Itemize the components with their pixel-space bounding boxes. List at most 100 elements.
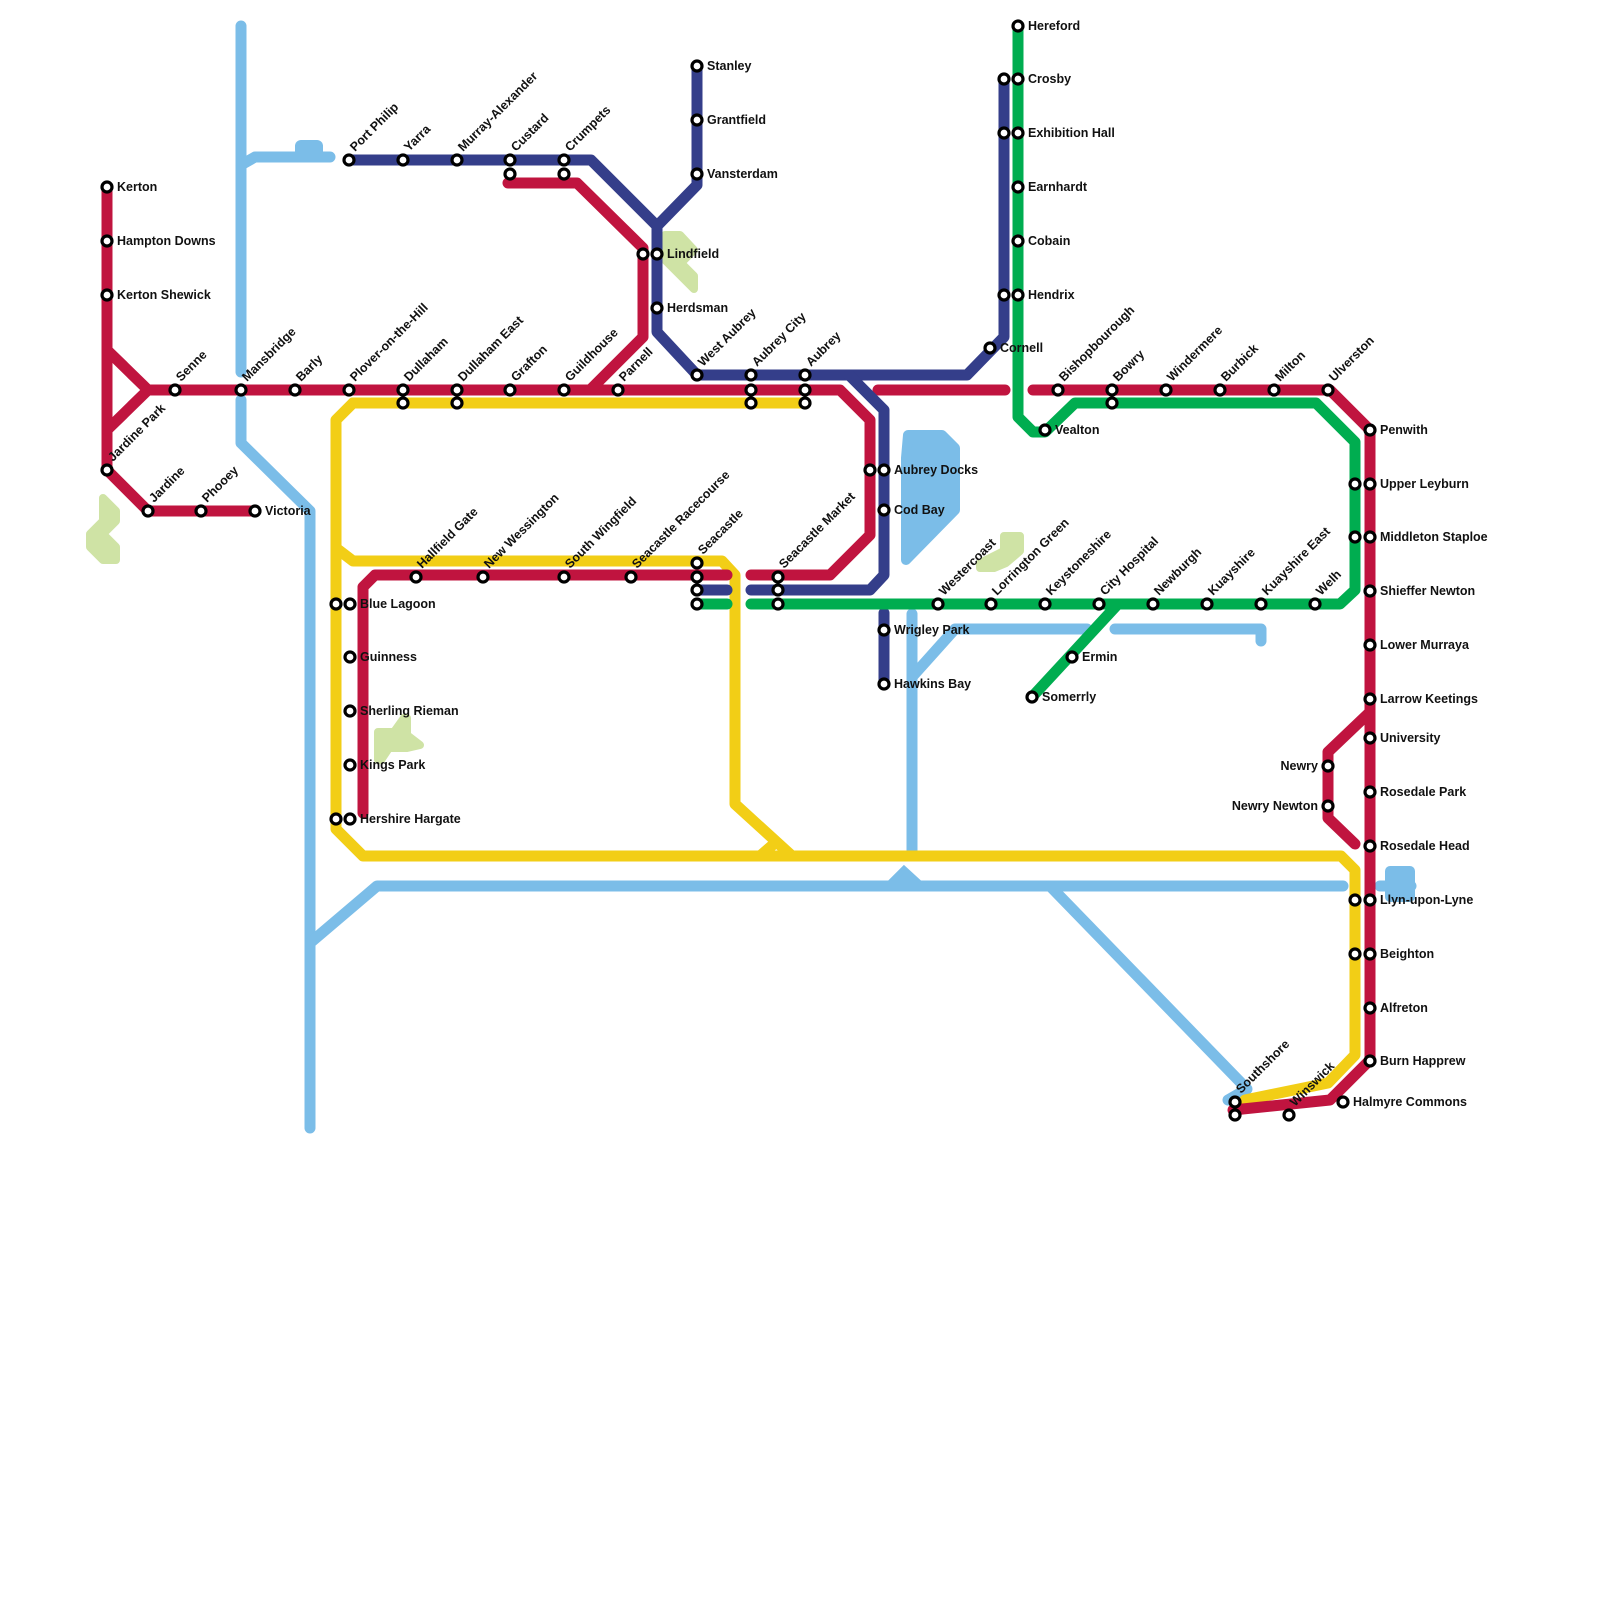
station-marker-mansbridge[interactable] [236,385,246,395]
station-label-crumpets[interactable]: Crumpets [562,103,613,154]
station-label-barly[interactable]: Barly [293,352,325,384]
station-marker-guildhouse[interactable] [559,385,569,395]
station-label-ulverston[interactable]: Ulverston [1326,333,1377,384]
station-marker-upper-leyburn-2[interactable] [1365,479,1375,489]
station-marker-hershire-hargate-2[interactable] [345,814,355,824]
station-marker-milton[interactable] [1269,385,1279,395]
station-marker-custard-2[interactable] [505,169,515,179]
station-label-herdsman[interactable]: Herdsman [667,301,728,315]
station-marker-upper-leyburn-1[interactable] [1350,479,1360,489]
station-label-halmyre-commons[interactable]: Halmyre Commons [1353,1095,1467,1109]
station-label-shieffer-newton[interactable]: Shieffer Newton [1380,584,1475,598]
station-marker-parnell[interactable] [613,385,623,395]
station-label-senne[interactable]: Senne [173,348,209,384]
station-label-windermere[interactable]: Windermere [1164,323,1225,384]
station-label-jardine-park[interactable]: Jardine Park [105,401,168,464]
station-marker-llyn-upon-lyne-1[interactable] [1350,895,1360,905]
station-marker-newry[interactable] [1323,761,1333,771]
station-label-guinness[interactable]: Guinness [360,650,417,664]
station-marker-aubrey-city-2[interactable] [746,385,756,395]
station-label-newry[interactable]: Newry [1280,759,1318,773]
station-marker-hallfield-gate[interactable] [411,572,421,582]
station-label-beighton[interactable]: Beighton [1380,947,1434,961]
station-label-kuayshire[interactable]: Kuayshire [1205,545,1258,598]
station-label-blue-lagoon[interactable]: Blue Lagoon [360,597,436,611]
station-marker-west-aubrey[interactable] [692,370,702,380]
station-marker-middleton-staploe-2[interactable] [1365,532,1375,542]
station-marker-aubrey-3[interactable] [800,398,810,408]
station-marker-plover-on-the-hill[interactable] [344,385,354,395]
station-marker-exhibition-hall-2[interactable] [1013,128,1023,138]
station-label-kings-park[interactable]: Kings Park [360,758,425,772]
station-marker-southshore-1[interactable] [1230,1097,1240,1107]
station-marker-hereford[interactable] [1013,21,1023,31]
station-marker-lindfield-2[interactable] [652,249,662,259]
station-marker-penwith[interactable] [1365,425,1375,435]
station-label-cod-bay[interactable]: Cod Bay [894,503,945,517]
station-label-newry-newton[interactable]: Newry Newton [1232,799,1318,813]
station-marker-aubrey-2[interactable] [800,385,810,395]
station-marker-shieffer-newton[interactable] [1365,586,1375,596]
station-label-aubrey[interactable]: Aubrey [803,329,843,369]
station-label-alfreton[interactable]: Alfreton [1380,1001,1428,1015]
station-marker-cod-bay[interactable] [879,505,889,515]
station-marker-crumpets-1[interactable] [559,155,569,165]
station-marker-herdsman[interactable] [652,303,662,313]
station-marker-bowry-2[interactable] [1107,398,1117,408]
station-marker-jardine-park[interactable] [102,465,112,475]
station-marker-kuayshire[interactable] [1202,599,1212,609]
station-label-somerrly[interactable]: Somerrly [1042,690,1096,704]
station-marker-lower-murraya[interactable] [1365,640,1375,650]
station-label-milton[interactable]: Milton [1272,348,1308,384]
station-marker-hawkins-bay[interactable] [879,679,889,689]
station-marker-grantfield[interactable] [692,115,702,125]
station-marker-crosby-2[interactable] [1013,74,1023,84]
station-marker-hendrix-2[interactable] [1013,290,1023,300]
station-label-newburgh[interactable]: Newburgh [1151,545,1204,598]
station-label-phooey[interactable]: Phooey [199,463,241,505]
station-marker-seacastle-racecourse[interactable] [626,572,636,582]
station-marker-earnhardt[interactable] [1013,182,1023,192]
station-label-vansterdam[interactable]: Vansterdam [707,167,778,181]
station-label-custard[interactable]: Custard [508,111,551,154]
station-marker-larrow-keetings[interactable] [1365,694,1375,704]
station-marker-aubrey-docks-1[interactable] [865,465,875,475]
station-marker-exhibition-hall-1[interactable] [999,128,1009,138]
station-label-port-philip[interactable]: Port Philip [347,100,401,154]
station-marker-crosby-1[interactable] [999,74,1009,84]
station-label-lower-murraya[interactable]: Lower Murraya [1380,638,1470,652]
station-marker-victoria[interactable] [250,506,260,516]
station-label-burbick[interactable]: Burbick [1218,341,1261,384]
station-marker-senne[interactable] [170,385,180,395]
station-marker-alfreton[interactable] [1365,1003,1375,1013]
station-marker-jardine[interactable] [143,506,153,516]
station-marker-vealton[interactable] [1040,425,1050,435]
station-marker-blue-lagoon-2[interactable] [345,599,355,609]
station-label-burn-happrew[interactable]: Burn Happrew [1380,1054,1466,1068]
station-marker-yarra[interactable] [398,155,408,165]
station-label-llyn-upon-lyne[interactable]: Llyn-upon-Lyne [1380,893,1473,907]
station-marker-rosedale-park[interactable] [1365,787,1375,797]
station-marker-lindfield-1[interactable] [638,249,648,259]
station-marker-seacastle-3[interactable] [692,585,702,595]
station-marker-wrigley-park[interactable] [879,625,889,635]
station-marker-port-philip[interactable] [344,155,354,165]
station-label-stanley[interactable]: Stanley [707,59,752,73]
station-marker-seacastle-market-3[interactable] [773,599,783,609]
station-marker-barly[interactable] [290,385,300,395]
station-label-yarra[interactable]: Yarra [401,121,434,154]
station-marker-blue-lagoon-1[interactable] [331,599,341,609]
station-label-cobain[interactable]: Cobain [1028,234,1070,248]
station-label-university[interactable]: University [1380,731,1440,745]
station-marker-beighton-2[interactable] [1365,949,1375,959]
station-label-earnhardt[interactable]: Earnhardt [1028,180,1088,194]
station-label-hereford[interactable]: Hereford [1028,19,1080,33]
station-label-aubrey-docks[interactable]: Aubrey Docks [894,463,978,477]
station-marker-dullaham-1[interactable] [398,385,408,395]
station-marker-lorrington-green[interactable] [986,599,996,609]
station-marker-sherling-rieman[interactable] [345,706,355,716]
station-marker-hendrix-1[interactable] [999,290,1009,300]
station-marker-burbick[interactable] [1215,385,1225,395]
station-label-hendrix[interactable]: Hendrix [1028,288,1075,302]
station-marker-westercoast[interactable] [933,599,943,609]
